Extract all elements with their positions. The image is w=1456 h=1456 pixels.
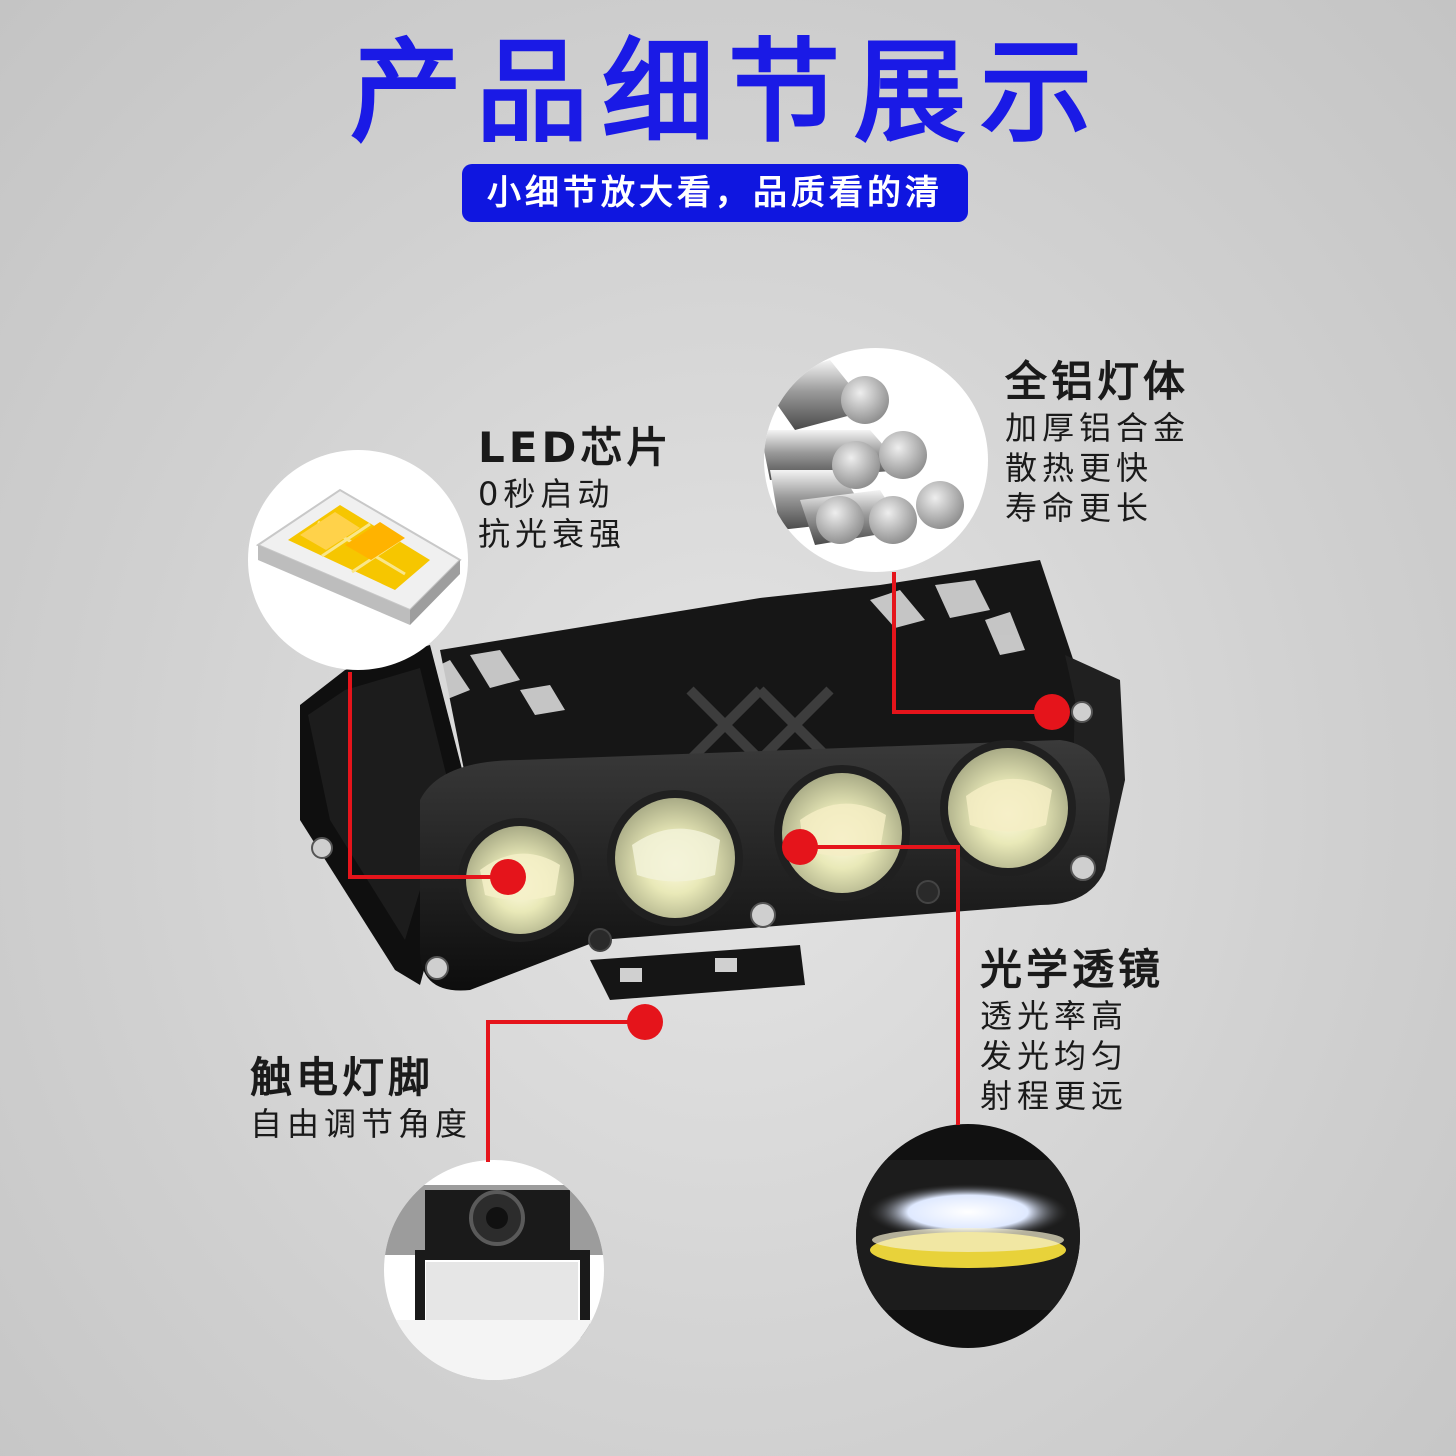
lens-row	[458, 740, 1076, 942]
feature-optical-lens: 光学透镜 透光率高 发光均匀 射程更远	[980, 944, 1164, 1116]
feature-line: 发光均匀	[980, 1037, 1129, 1075]
lens-3	[774, 765, 910, 901]
lens-2	[607, 790, 743, 926]
lamp-body	[300, 560, 1125, 1000]
feature-line: 散热更快	[1005, 449, 1154, 487]
feature-line: 加厚铝合金	[1005, 409, 1191, 447]
feature-led-chip: LED芯片 0秒启动 抗光衰强	[478, 422, 672, 554]
callout-dot-lens	[782, 829, 818, 865]
callout-dot-body	[1034, 694, 1070, 730]
feature-line: 射程更远	[980, 1077, 1129, 1115]
light-beam-detail	[856, 1124, 1080, 1348]
feature-line: 0秒启动	[478, 475, 615, 513]
feature-heading: 全铝灯体	[1005, 357, 1190, 406]
feature-line: 自由调节角度	[250, 1105, 473, 1143]
callout-dot-mount	[627, 1004, 663, 1040]
callout-lines	[348, 572, 1052, 1162]
feature-line: 抗光衰强	[478, 515, 627, 553]
callout-dot-led	[490, 859, 526, 895]
subtitle-badge: 小细节放大看，品质看的清	[462, 164, 968, 222]
feature-heading: 光学透镜	[980, 945, 1165, 994]
feature-mount-feet: 触电灯脚 自由调节角度	[250, 1052, 472, 1144]
feature-aluminum-body: 全铝灯体 加厚铝合金 散热更快 寿命更长	[1005, 356, 1190, 528]
feature-heading: 触电灯脚	[250, 1053, 435, 1102]
feature-line: 寿命更长	[1005, 489, 1154, 527]
lens-4	[940, 740, 1076, 876]
aluminum-rods-detail	[764, 348, 988, 572]
mount-bracket-detail	[384, 1160, 604, 1380]
led-chip-detail	[248, 450, 468, 670]
feature-line: 透光率高	[980, 997, 1129, 1035]
page-title: 产品细节展示	[350, 28, 1106, 158]
feature-heading: LED芯片	[478, 423, 673, 472]
